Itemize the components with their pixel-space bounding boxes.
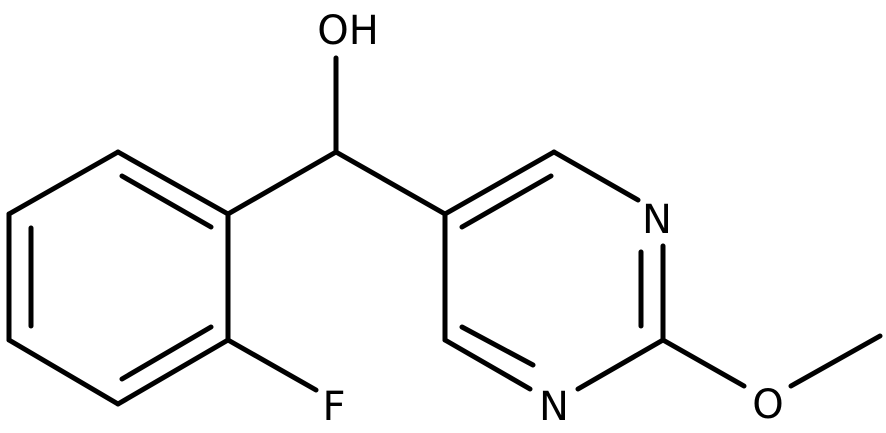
bond-ring-f: [6, 149, 121, 217]
bond-pyr-b: [551, 149, 641, 203]
bond-pyr-e: [442, 337, 533, 392]
bond-ring-a-inner: [119, 173, 214, 230]
bond-phenyl-carbinol: [225, 149, 339, 217]
pyrimidine-ring: [442, 149, 666, 392]
label-fluorine: F: [322, 384, 345, 428]
bond-pyr-a: [442, 149, 557, 217]
label-hydroxyl: OH: [317, 8, 379, 54]
bond-ring-a: [115, 149, 231, 217]
bond-ring-c-inner: [119, 324, 214, 382]
bond-c-f: [225, 337, 319, 393]
label-methoxy-oxygen: O: [752, 382, 783, 428]
label-nitrogen-bottom: N: [539, 384, 569, 428]
bond-pyr-d: [575, 337, 666, 392]
bond-ring-d: [6, 337, 121, 407]
bond-o-ch3: [788, 333, 883, 389]
fluorophenyl-ring: [6, 149, 231, 407]
bond-ring-c: [115, 337, 231, 407]
label-nitrogen-top: N: [642, 197, 672, 243]
bond-c-o-methoxy: [660, 337, 747, 389]
bond-pyr-a-inner: [459, 173, 554, 230]
bond-carbinol-pyrimidine: [333, 149, 448, 217]
bond-pyr-e-inner: [459, 324, 536, 368]
